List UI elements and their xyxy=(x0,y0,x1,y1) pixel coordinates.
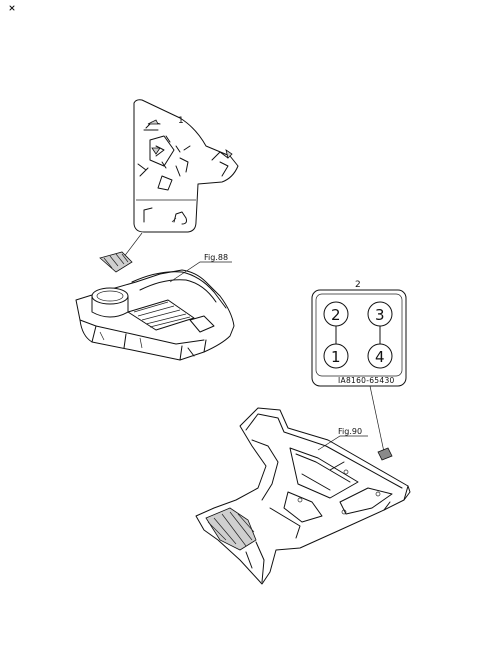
gear-label-4: 4 xyxy=(375,348,385,366)
decal-2-location-patch xyxy=(377,447,393,461)
callout-2: 2 xyxy=(355,280,361,290)
lower-floor-assembly xyxy=(195,407,411,585)
fig-90-ref: Fig.90 xyxy=(338,427,362,436)
decal-1-location-patch xyxy=(99,251,133,273)
gear-label-2: 2 xyxy=(331,306,341,324)
fig90-leader xyxy=(317,435,368,451)
part-number: IA8160-65430 xyxy=(338,376,395,385)
fig-88-ref: Fig.88 xyxy=(204,253,228,262)
gear-label-3: 3 xyxy=(375,306,385,324)
decal-1-lever-label: 1 xyxy=(133,99,239,233)
decal-2-shift-pattern: 2 3 1 4 IA8160-65430 xyxy=(311,289,407,387)
corner-mark xyxy=(9,5,15,11)
callout-1: 1 xyxy=(178,116,184,126)
upper-console-assembly xyxy=(75,269,235,361)
leader-line-2 xyxy=(369,385,385,453)
gear-label-1: 1 xyxy=(331,348,341,366)
fig88-leader xyxy=(169,261,232,283)
